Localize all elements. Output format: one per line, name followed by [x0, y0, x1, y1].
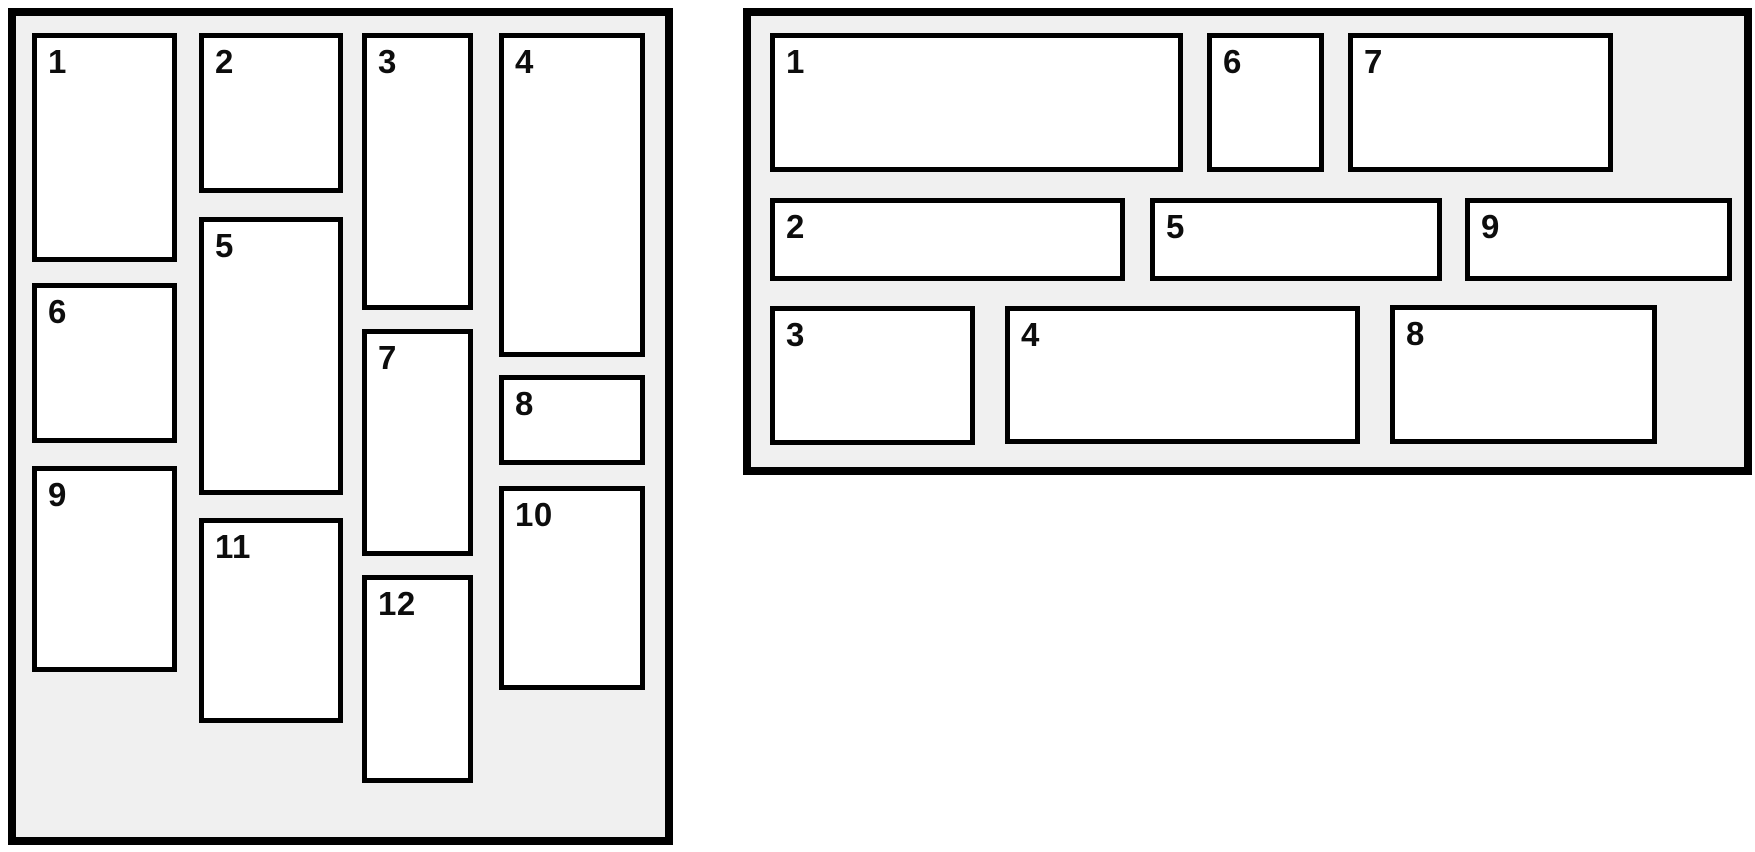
vertical-masonry-box-9: 9 — [32, 466, 177, 672]
box-label: 3 — [378, 43, 397, 80]
vertical-masonry-box-2: 2 — [199, 33, 343, 193]
box-label: 1 — [786, 43, 805, 80]
vertical-masonry-box-10: 10 — [499, 486, 645, 690]
box-label: 2 — [786, 208, 805, 245]
box-label: 12 — [378, 585, 416, 622]
box-label: 7 — [378, 339, 397, 376]
vertical-masonry-box-4: 4 — [499, 33, 645, 357]
horizontal-masonry-box-6: 6 — [1207, 33, 1324, 172]
box-label: 6 — [1223, 43, 1242, 80]
box-label: 10 — [515, 496, 553, 533]
horizontal-masonry-box-1: 1 — [770, 33, 1183, 172]
horizontal-masonry-box-8: 8 — [1390, 305, 1657, 444]
box-label: 4 — [1021, 316, 1040, 353]
vertical-masonry-box-5: 5 — [199, 217, 343, 495]
box-label: 4 — [515, 43, 534, 80]
vertical-masonry-box-3: 3 — [362, 33, 473, 310]
horizontal-masonry-box-2: 2 — [770, 198, 1125, 281]
box-label: 1 — [48, 43, 67, 80]
horizontal-masonry-panel: 1 2 3 4 5 6 7 8 9 — [743, 8, 1752, 475]
vertical-masonry-box-11: 11 — [199, 518, 343, 723]
horizontal-masonry-box-7: 7 — [1348, 33, 1613, 172]
box-label: 8 — [515, 385, 534, 422]
vertical-masonry-panel: 1 2 3 4 5 6 7 8 9 10 11 12 — [8, 8, 673, 845]
vertical-masonry-box-1: 1 — [32, 33, 177, 262]
box-label: 9 — [48, 476, 67, 513]
vertical-masonry-box-8: 8 — [499, 375, 645, 465]
box-label: 6 — [48, 293, 67, 330]
horizontal-masonry-box-9: 9 — [1465, 198, 1732, 281]
vertical-masonry-box-12: 12 — [362, 575, 473, 783]
vertical-masonry-box-7: 7 — [362, 329, 473, 556]
horizontal-masonry-box-5: 5 — [1150, 198, 1442, 281]
box-label: 2 — [215, 43, 234, 80]
box-label: 9 — [1481, 208, 1500, 245]
box-label: 5 — [1166, 208, 1185, 245]
horizontal-masonry-box-4: 4 — [1005, 306, 1360, 444]
horizontal-masonry-box-3: 3 — [770, 306, 975, 445]
box-label: 7 — [1364, 43, 1383, 80]
box-label: 3 — [786, 316, 805, 353]
box-label: 8 — [1406, 315, 1425, 352]
box-label: 11 — [215, 528, 251, 565]
box-label: 5 — [215, 227, 234, 264]
vertical-masonry-box-6: 6 — [32, 283, 177, 443]
